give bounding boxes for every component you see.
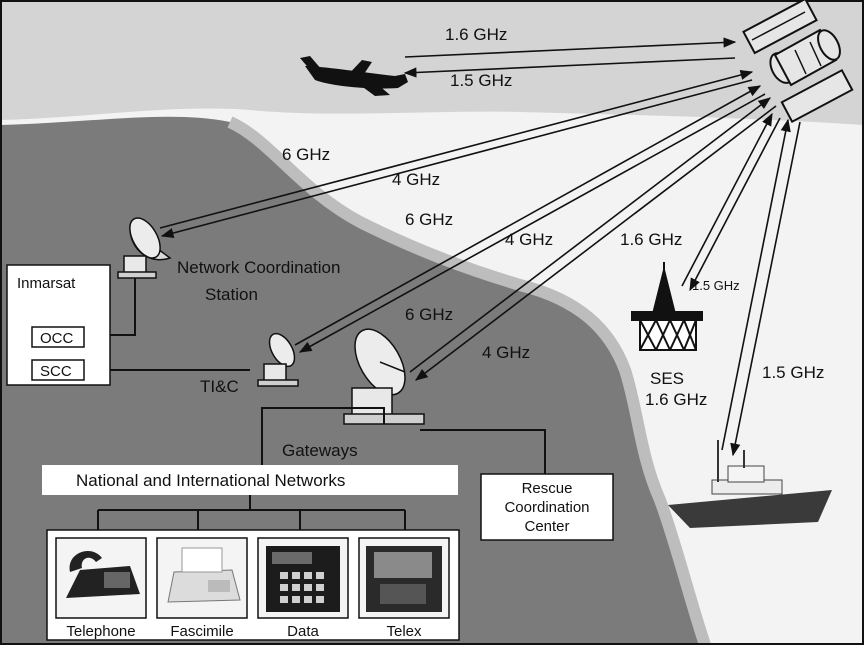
telephone-icon — [55, 537, 147, 619]
link-aircraft-up — [404, 37, 737, 58]
freq-aircraft-down: 1.5 GHz — [450, 71, 512, 90]
link-ses-up — [681, 112, 773, 287]
freq-ship-up: 1.6 GHz — [645, 390, 707, 409]
link-ship-down — [730, 121, 801, 457]
rescue-label-line2: Coordination — [504, 499, 589, 516]
aircraft-icon — [300, 56, 408, 96]
inmarsat-label: Inmarsat — [17, 275, 76, 292]
satellite-icon — [742, 0, 854, 124]
freq-gateway-up: 6 GHz — [405, 305, 453, 324]
link-aircraft-down — [403, 57, 736, 78]
ses-label: SES — [650, 369, 684, 388]
freq-tic-up: 6 GHz — [405, 210, 453, 229]
freq-ncs-up: 6 GHz — [282, 145, 330, 164]
link-ncs-down — [160, 79, 753, 239]
ncs-dish-icon — [117, 217, 172, 279]
networks-banner — [42, 465, 458, 495]
link-ncs-up — [159, 69, 754, 229]
link-tic-up — [294, 85, 762, 346]
occ-box — [31, 326, 85, 348]
scc-box — [31, 359, 85, 381]
occ-label: OCC — [40, 330, 74, 347]
freq-ses-down: 1.5 GHz — [692, 278, 740, 293]
gateways-label: Gateways — [282, 441, 358, 460]
ship-icon — [668, 440, 832, 528]
data-terminal-icon — [257, 537, 349, 619]
terminal-label-fascimile: Fascimile — [170, 623, 233, 640]
shore-highlight — [227, 116, 711, 647]
wiring — [84, 278, 546, 530]
tic-label: TI&C — [200, 377, 239, 396]
scc-label: SCC — [40, 363, 72, 380]
terminal-label-telex: Telex — [386, 623, 422, 640]
freq-ses-up: 1.6 GHz — [620, 230, 682, 249]
terminal-label-data: Data — [287, 623, 319, 640]
terminal-label-telephone: Telephone — [66, 623, 135, 640]
sky-band — [0, 0, 864, 125]
tic-dish-icon — [257, 332, 299, 387]
link-ship-up — [721, 118, 791, 451]
freq-tic-down: 4 GHz — [505, 230, 553, 249]
freq-aircraft-up: 1.6 GHz — [445, 25, 507, 44]
rescue-label-line1: Rescue — [522, 480, 573, 497]
rescue-label-line3: Center — [524, 518, 569, 535]
link-gateway-down — [414, 105, 777, 381]
freq-gateway-down: 4 GHz — [482, 343, 530, 362]
link-ses-down — [689, 117, 781, 292]
fax-icon — [156, 537, 248, 619]
link-tic-down — [298, 93, 766, 353]
rescue-center-box — [480, 473, 614, 541]
freq-ship-down: 1.5 GHz — [762, 363, 824, 382]
networks-label: National and International Networks — [76, 471, 345, 490]
link-gateway-up — [409, 97, 772, 373]
oil-rig-icon — [631, 262, 703, 351]
telex-icon — [358, 537, 450, 619]
ncs-label-line1: Network Coordination — [177, 258, 340, 277]
ncs-label-line2: Station — [205, 285, 258, 304]
freq-ncs-down: 4 GHz — [392, 170, 440, 189]
